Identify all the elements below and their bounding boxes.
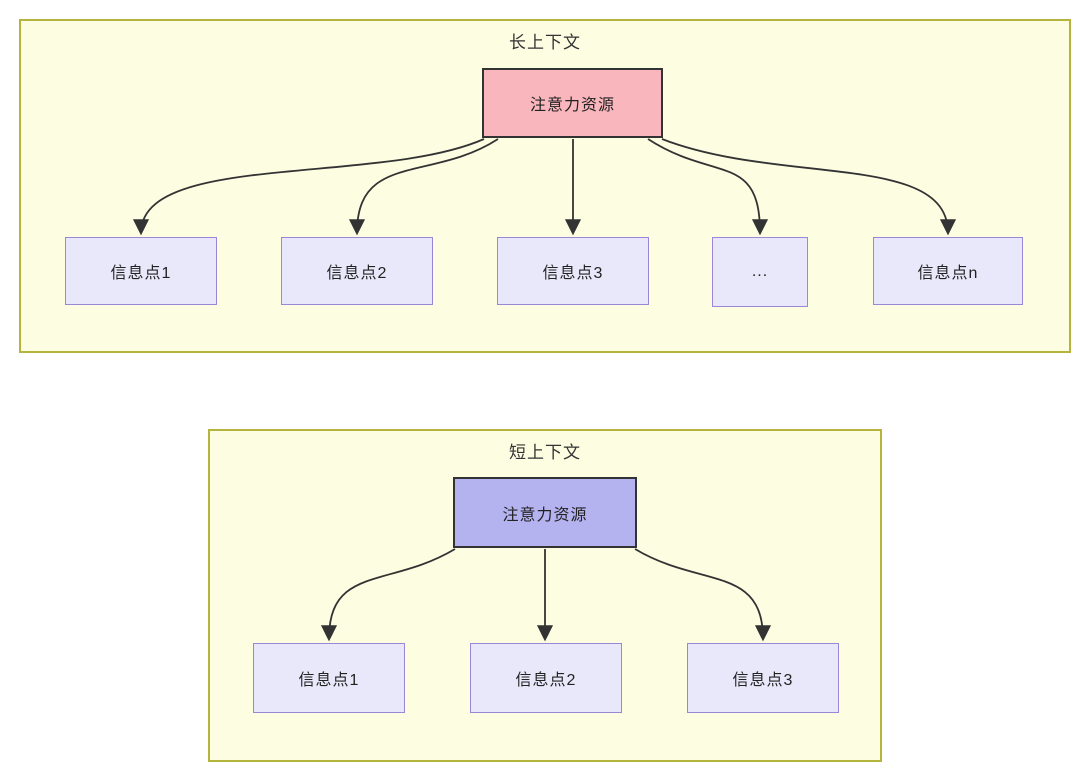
info-node-short-3-label: 信息点3	[732, 672, 794, 689]
info-node-long-n-label: 信息点n	[917, 265, 979, 282]
info-node-short-1: 信息点1	[253, 643, 405, 713]
info-node-long-1-label: 信息点1	[110, 265, 172, 282]
info-node-long-3: 信息点3	[497, 237, 649, 305]
info-node-long-2-label: 信息点2	[326, 265, 388, 282]
attention-resource-node-long: 注意力资源	[482, 68, 663, 138]
attention-resource-label-short: 注意力资源	[502, 506, 588, 524]
info-node-short-2-label: 信息点2	[515, 672, 577, 689]
info-node-long-3-label: 信息点3	[542, 265, 604, 282]
info-node-long-n: 信息点n	[873, 237, 1023, 305]
info-node-long-ellipsis-label: ...	[751, 263, 769, 280]
info-node-short-2: 信息点2	[470, 643, 622, 713]
info-node-long-ellipsis: ...	[712, 237, 808, 307]
info-node-long-2: 信息点2	[281, 237, 433, 305]
short-context-title: 短上下文	[509, 443, 581, 462]
info-node-long-1: 信息点1	[65, 237, 217, 305]
long-context-title: 长上下文	[509, 33, 581, 52]
attention-resource-label-long: 注意力资源	[529, 97, 615, 114]
info-node-short-3: 信息点3	[687, 643, 839, 713]
info-node-short-1-label: 信息点1	[298, 672, 360, 689]
attention-resource-node-short: 注意力资源	[453, 477, 637, 548]
